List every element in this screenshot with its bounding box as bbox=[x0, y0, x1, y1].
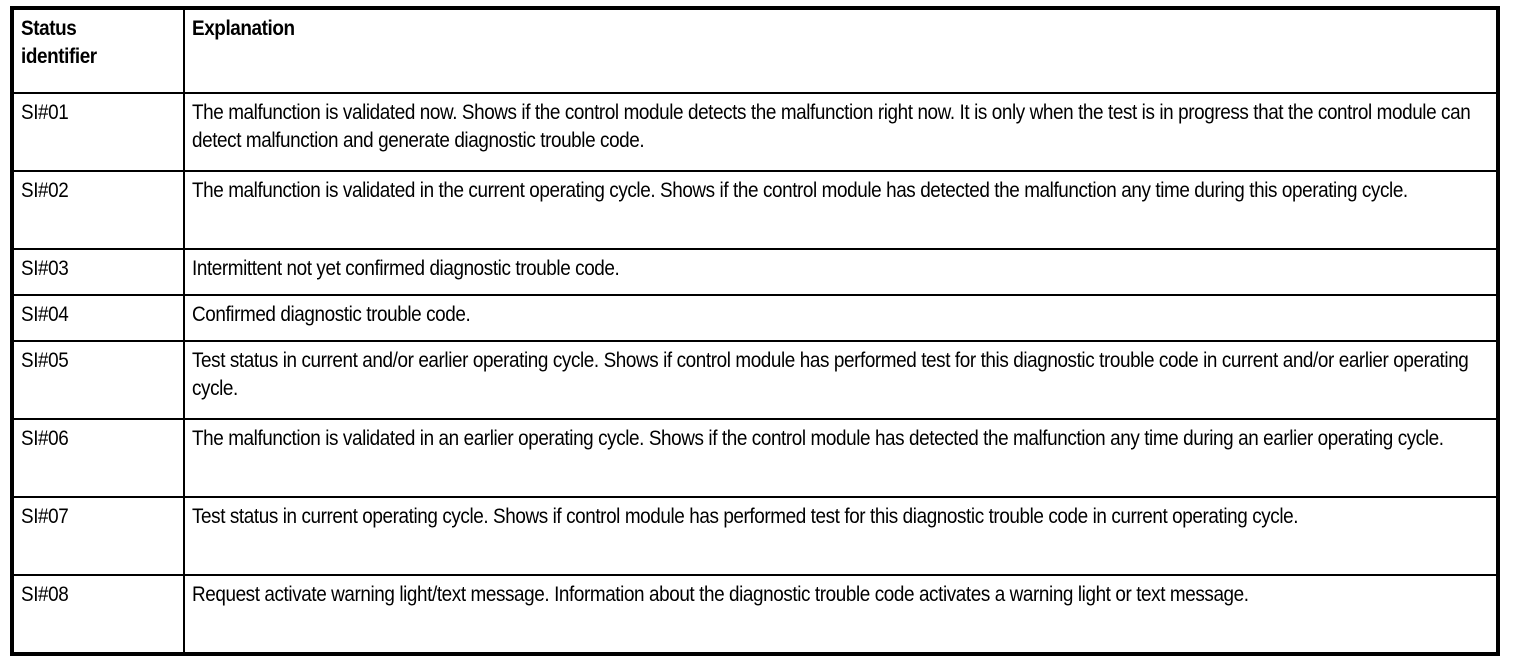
document-page: Status identifier Explanation SI#01 The … bbox=[10, 6, 1500, 656]
table-row: SI#02 The malfunction is validated in th… bbox=[11, 170, 1499, 250]
status-identifier-table: Status identifier Explanation SI#01 The … bbox=[10, 6, 1500, 656]
status-identifier-value: SI#03 bbox=[21, 257, 69, 280]
table-row: SI#03 Intermittent not yet confirmed dia… bbox=[11, 248, 1499, 296]
cell-status-identifier: SI#07 bbox=[11, 496, 185, 576]
column-header-explanation-label: Explanation bbox=[192, 17, 295, 40]
cell-status-identifier: SI#03 bbox=[11, 248, 185, 296]
explanation-value: The malfunction is validated in the curr… bbox=[192, 179, 1408, 202]
cell-status-identifier: SI#06 bbox=[11, 418, 185, 498]
explanation-value: The malfunction is validated in an earli… bbox=[192, 427, 1444, 450]
cell-status-identifier: SI#04 bbox=[11, 294, 185, 342]
explanation-value: Request activate warning light/text mess… bbox=[192, 583, 1249, 606]
cell-explanation: The malfunction is validated in an earli… bbox=[183, 418, 1499, 498]
cell-explanation: Test status in current and/or earlier op… bbox=[183, 340, 1499, 420]
cell-explanation: Confirmed diagnostic trouble code. bbox=[183, 294, 1499, 342]
cell-explanation: The malfunction is validated now. Shows … bbox=[183, 92, 1499, 172]
table-row: SI#07 Test status in current operating c… bbox=[11, 496, 1499, 576]
cell-explanation: Intermittent not yet confirmed diagnosti… bbox=[183, 248, 1499, 296]
explanation-value: Confirmed diagnostic trouble code. bbox=[192, 303, 471, 326]
table-row: SI#08 Request activate warning light/tex… bbox=[11, 574, 1499, 655]
status-identifier-value: SI#08 bbox=[21, 583, 69, 606]
status-identifier-value: SI#01 bbox=[21, 101, 69, 124]
cell-explanation: Request activate warning light/text mess… bbox=[183, 574, 1499, 655]
column-header-explanation: Explanation bbox=[183, 7, 1499, 94]
status-identifier-value: SI#02 bbox=[21, 179, 69, 202]
cell-status-identifier: SI#08 bbox=[11, 574, 185, 655]
status-identifier-value: SI#06 bbox=[21, 427, 69, 450]
table-row: SI#01 The malfunction is validated now. … bbox=[11, 92, 1499, 172]
cell-status-identifier: SI#05 bbox=[11, 340, 185, 420]
explanation-value: Test status in current operating cycle. … bbox=[192, 505, 1299, 528]
column-header-status-identifier: Status identifier bbox=[11, 7, 185, 94]
cell-explanation: The malfunction is validated in the curr… bbox=[183, 170, 1499, 250]
cell-explanation: Test status in current operating cycle. … bbox=[183, 496, 1499, 576]
table-row: SI#05 Test status in current and/or earl… bbox=[11, 340, 1499, 420]
explanation-value: Intermittent not yet confirmed diagnosti… bbox=[192, 257, 620, 280]
table-body: Status identifier Explanation SI#01 The … bbox=[11, 7, 1499, 655]
cell-status-identifier: SI#02 bbox=[11, 170, 185, 250]
status-identifier-value: SI#05 bbox=[21, 349, 69, 372]
status-identifier-value: SI#04 bbox=[21, 303, 69, 326]
explanation-value: The malfunction is validated now. Shows … bbox=[192, 101, 1476, 152]
status-identifier-value: SI#07 bbox=[21, 505, 69, 528]
cell-status-identifier: SI#01 bbox=[11, 92, 185, 172]
table-header-row: Status identifier Explanation bbox=[11, 7, 1499, 94]
table-row: SI#06 The malfunction is validated in an… bbox=[11, 418, 1499, 498]
table-row: SI#04 Confirmed diagnostic trouble code. bbox=[11, 294, 1499, 342]
explanation-value: Test status in current and/or earlier op… bbox=[192, 349, 1474, 400]
column-header-status-identifier-label: Status identifier bbox=[21, 17, 97, 68]
